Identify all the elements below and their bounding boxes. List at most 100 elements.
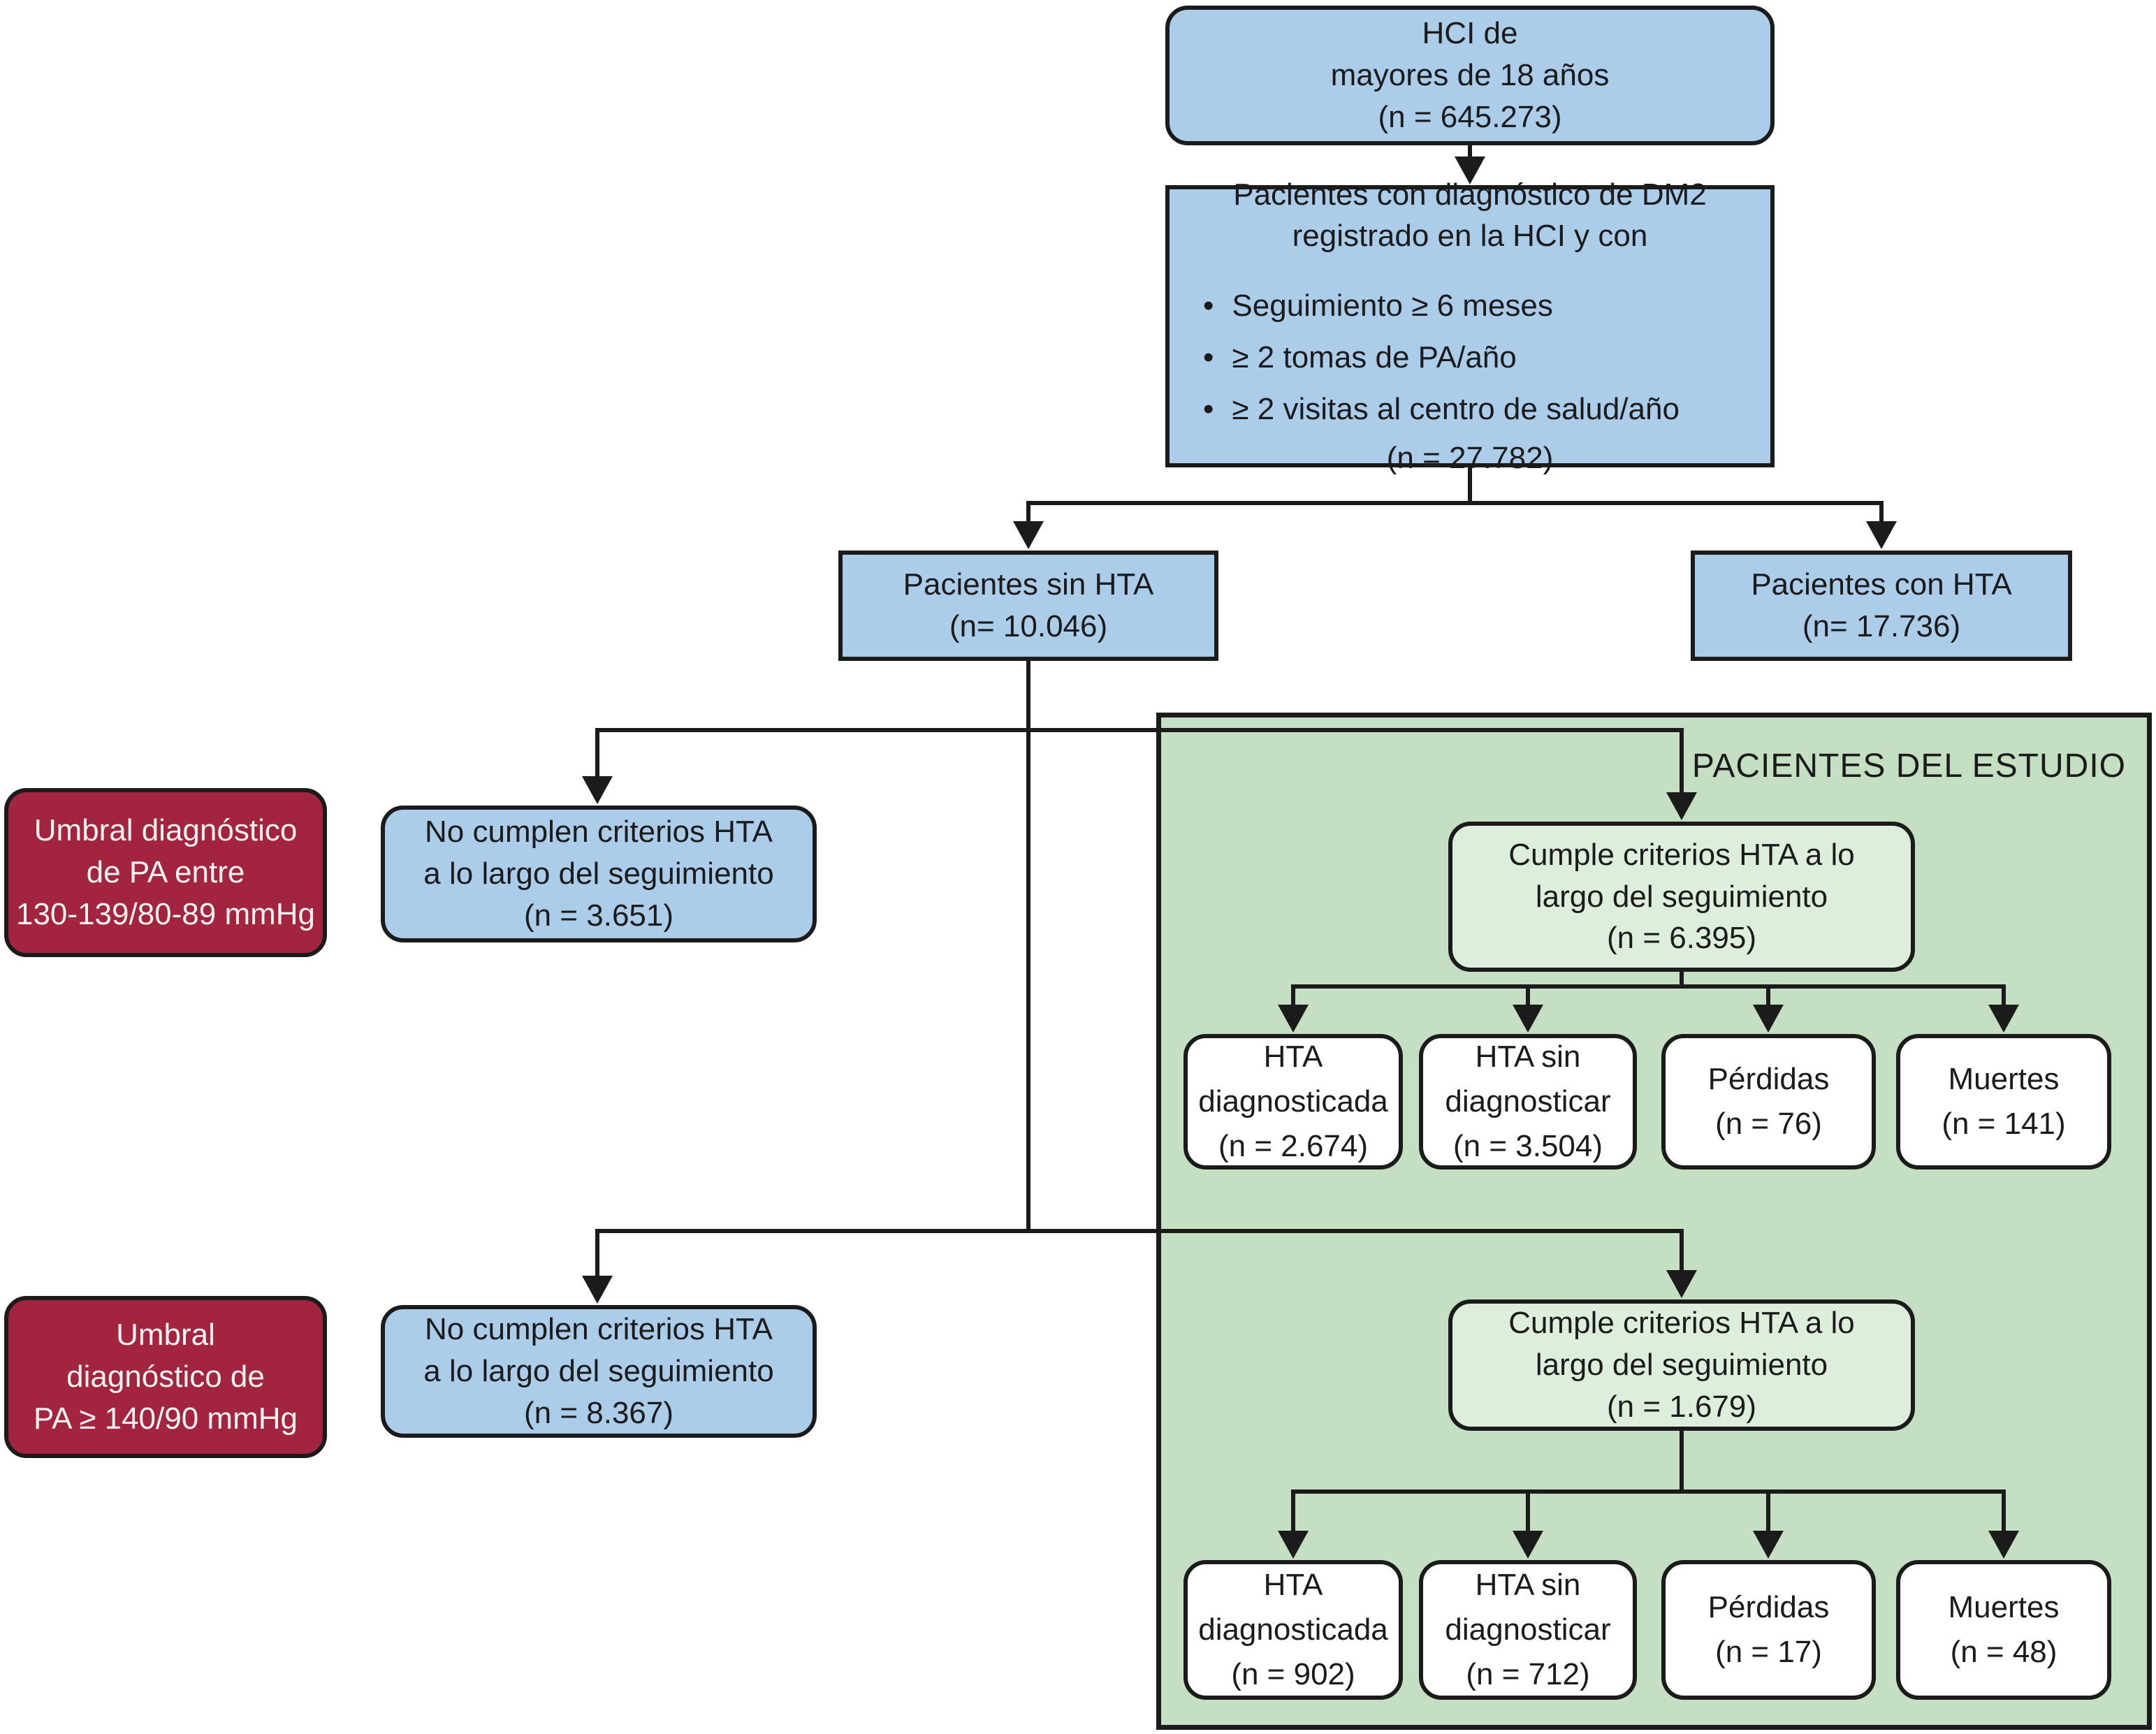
connector-vline <box>595 728 599 781</box>
connector-arrowhead <box>1753 1005 1784 1033</box>
text-line: Umbral <box>116 1318 215 1353</box>
text-line: largo del seguimiento <box>1535 1348 1828 1383</box>
bullet-glyph: • <box>1203 340 1214 374</box>
text-line: Pacientes con diagnóstico de DM2 <box>1233 177 1707 212</box>
text-line: (n = 712) <box>1466 1656 1590 1691</box>
text-line: ≥ 2 tomas de PA/año <box>1232 340 1517 374</box>
connector-vline <box>1680 1229 1684 1276</box>
connector-arrowhead <box>1866 521 1897 549</box>
connector-arrowhead <box>1513 1005 1543 1033</box>
connector-vline <box>2002 1489 2006 1536</box>
text-line: (n = 17) <box>1715 1635 1822 1669</box>
connector-arrowhead <box>1753 1531 1784 1559</box>
node-muertes-2: Muertes (n = 48) <box>1896 1560 2111 1700</box>
text-line: HTA sin <box>1475 1040 1581 1074</box>
connector-hline <box>1026 501 1884 505</box>
connector-vline <box>1680 728 1684 798</box>
text-line: (n = 76) <box>1715 1107 1822 1141</box>
text-line: mayores de 18 años <box>1330 58 1610 93</box>
node-dm2: Pacientes con diagnóstico de DM2 registr… <box>1165 177 1775 475</box>
text-line: (n = 48) <box>1950 1635 2057 1669</box>
node-umbral-140-90: Umbral diagnóstico de PA ≥ 140/90 mmHg <box>4 1296 327 1458</box>
connector-vline <box>1291 1489 1295 1536</box>
connector-arrowhead <box>1513 1531 1543 1559</box>
text-line: Pacientes con HTA <box>1751 567 2012 602</box>
node-muertes-1: Muertes (n = 141) <box>1896 1034 2111 1170</box>
text-line: HTA <box>1263 1568 1323 1603</box>
connector-vline <box>1680 972 1684 989</box>
text-line: Cumple criterios HTA a lo <box>1508 1306 1855 1341</box>
connector-vline <box>1026 661 1030 1233</box>
text-line: (n = 6.395) <box>1606 921 1757 956</box>
text-line: diagnosticada <box>1198 1612 1388 1647</box>
node-sin-hta: Pacientes sin HTA (n= 10.046) <box>838 551 1218 661</box>
bullet-item: • ≥ 2 tomas de PA/año <box>1203 337 1517 379</box>
connector-arrowhead <box>1278 1531 1309 1559</box>
connector-arrowhead <box>1278 1005 1309 1033</box>
text-line: Seguimiento ≥ 6 meses <box>1232 289 1553 323</box>
text-line: No cumplen criterios HTA <box>425 1312 773 1347</box>
connector-arrowhead <box>1666 1270 1697 1298</box>
text-line: diagnosticar <box>1445 1084 1611 1119</box>
connector-arrowhead <box>1666 792 1697 820</box>
study-panel-title: PACIENTES DEL ESTUDIO <box>1691 748 2126 785</box>
connector-vline <box>595 1229 599 1282</box>
text-line: Muertes <box>1948 1590 2060 1625</box>
connector-vline <box>1766 984 1770 1012</box>
text-line: diagnosticada <box>1198 1084 1388 1119</box>
text-line: (n= 17.736) <box>1802 609 1961 643</box>
text-line: (n = 645.273) <box>1378 99 1562 134</box>
text-line: 130-139/80-89 mmHg <box>15 896 315 931</box>
connector-arrowhead <box>1988 1531 2019 1559</box>
connector-vline <box>1680 1431 1684 1494</box>
text-line: (n = 3.504) <box>1452 1128 1603 1163</box>
text-line: (n = 902) <box>1231 1656 1355 1691</box>
connector-arrowhead <box>1455 156 1485 184</box>
text-line: (n = 27.782) <box>1386 440 1554 475</box>
text-line: ≥ 2 visitas al centro de salud/año <box>1232 391 1680 426</box>
text-line: HCI de <box>1422 16 1518 51</box>
text-line: Pacientes sin HTA <box>903 567 1154 602</box>
text-line: Cumple criterios HTA a lo <box>1508 837 1855 872</box>
text-line: registrado en la HCI y con <box>1292 219 1648 254</box>
connector-arrowhead <box>1988 1005 2019 1033</box>
text-line: HTA <box>1263 1040 1323 1074</box>
text-line: Pérdidas <box>1707 1062 1830 1097</box>
connector-vline <box>1291 984 1295 1012</box>
bullet-item: • Seguimiento ≥ 6 meses <box>1203 285 1553 327</box>
node-hta-sin-diagnosticar-2: HTA sin diagnosticar (n = 712) <box>1419 1560 1637 1700</box>
connector-hline <box>595 1229 1684 1233</box>
text-line: No cumplen criterios HTA <box>425 815 773 850</box>
connector-hline <box>595 728 1684 732</box>
connector-vline <box>1526 984 1530 1012</box>
text-line: Pérdidas <box>1707 1590 1830 1625</box>
bullet-glyph: • <box>1203 391 1214 426</box>
connector-arrowhead <box>1013 521 1044 549</box>
connector-vline <box>2002 984 2006 1012</box>
bullet-item: • ≥ 2 visitas al centro de salud/año <box>1203 388 1680 430</box>
text-line: de PA entre <box>86 855 245 890</box>
node-perdidas-2: Pérdidas (n = 17) <box>1661 1560 1876 1700</box>
node-umbral-130-139: Umbral diagnóstico de PA entre 130-139/8… <box>4 788 327 957</box>
text-line: a lo largo del seguimiento <box>423 1354 774 1389</box>
connector-vline <box>1026 501 1030 527</box>
text-line: (n = 2.674) <box>1218 1128 1369 1163</box>
text-line: PA ≥ 140/90 mmHg <box>34 1401 298 1436</box>
connector-hline <box>1291 1489 2006 1494</box>
node-cumple-2: Cumple criterios HTA a lo largo del segu… <box>1448 1299 1915 1431</box>
node-hta-diagnosticada-2: HTA diagnosticada (n = 902) <box>1183 1560 1403 1700</box>
text-line: (n = 1.679) <box>1606 1389 1757 1424</box>
connector-vline <box>1766 1489 1770 1536</box>
text-line: (n = 141) <box>1942 1107 2066 1141</box>
connector-arrowhead <box>582 776 613 804</box>
node-cumple-1: Cumple criterios HTA a lo largo del segu… <box>1448 822 1915 972</box>
text-line: (n = 8.367) <box>523 1395 674 1430</box>
text-line: largo del seguimiento <box>1535 879 1828 914</box>
node-no-cumplen-2: No cumplen criterios HTA a lo largo del … <box>381 1305 817 1438</box>
node-hta-sin-diagnosticar-1: HTA sin diagnosticar (n = 3.504) <box>1419 1034 1637 1170</box>
bullet-glyph: • <box>1203 289 1214 323</box>
text-line: diagnosticar <box>1445 1612 1611 1647</box>
connector-vline <box>1468 467 1472 505</box>
connector-arrowhead <box>582 1276 613 1304</box>
